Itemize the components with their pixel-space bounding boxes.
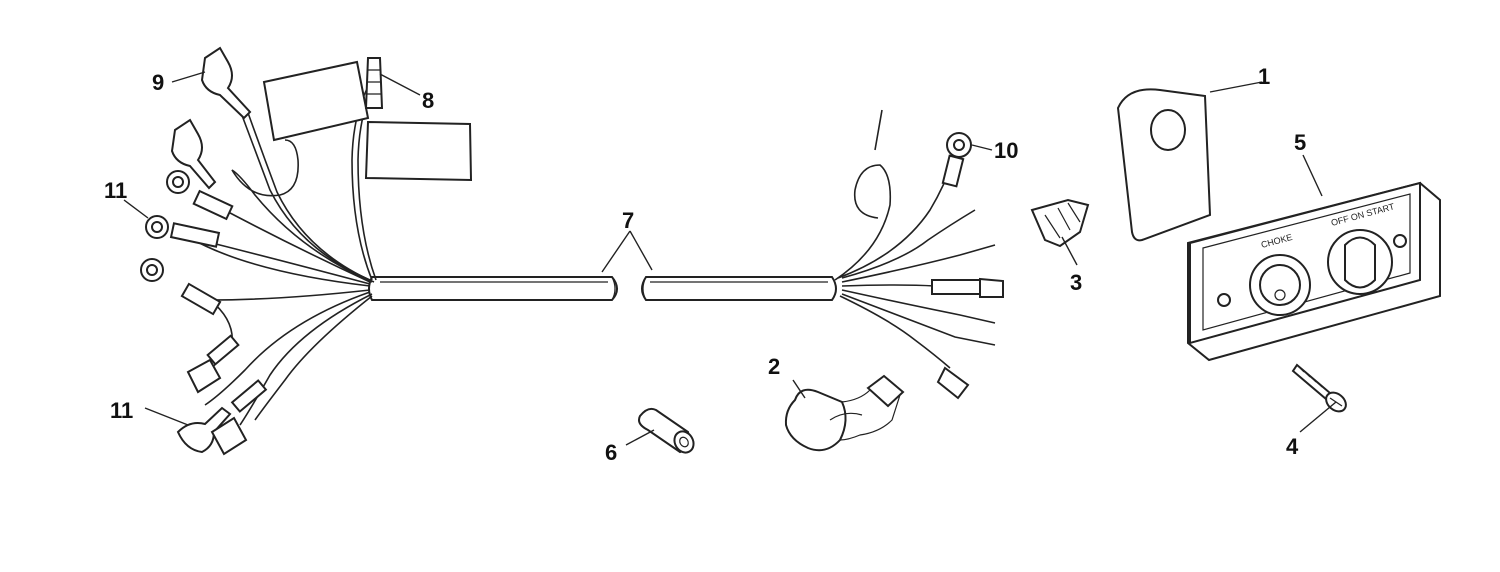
ignition-switch-opening: [1327, 229, 1393, 295]
callout-1: 1: [1258, 64, 1270, 89]
bullet-terminal-9: [200, 46, 252, 120]
callout-6: 6: [605, 440, 617, 465]
spade-terminal-lower: [210, 416, 248, 456]
ring-terminal-11-upper: [145, 215, 169, 239]
callout-11-upper: 11: [104, 178, 127, 203]
right-lower-terminal: [936, 366, 970, 400]
callout-4: 4: [1286, 434, 1299, 459]
callout-8: 8: [422, 88, 434, 113]
harness-left-wires: [169, 60, 473, 426]
callout-9: 9: [152, 70, 164, 95]
bullet-connector-8: [364, 57, 384, 109]
callout-2: 2: [768, 354, 780, 379]
panel-screw-hole-left: [1217, 293, 1231, 307]
grommet-clip: [784, 374, 905, 452]
wiring-harness: [140, 46, 1004, 456]
mounting-screw: [1291, 363, 1347, 413]
bullet-terminal-11-lower: [176, 406, 232, 454]
callout-7: 7: [622, 208, 634, 233]
panel-screw-hole-right: [1393, 234, 1407, 248]
wire-connector-nut: [1030, 198, 1090, 248]
ring-terminal-left-a: [166, 170, 190, 194]
callout-5: 5: [1294, 130, 1306, 155]
right-sleeve: [931, 279, 981, 295]
switch-panel: CHOKE OFF ON START: [1187, 181, 1441, 362]
ring-terminal-10: [941, 132, 972, 188]
spade-terminal-lower-left: [186, 358, 222, 394]
leader-lines: [123, 71, 1337, 446]
callout-labels: 1 2 3 4 5 6 7 8 9 10 11 11: [104, 64, 1306, 465]
ring-terminal-left-b: [140, 258, 164, 282]
tape-label-upper: [262, 60, 370, 142]
harness-sheath-left: [368, 276, 618, 301]
callout-10: 10: [994, 138, 1018, 163]
tape-label-lower: [364, 120, 473, 182]
bullet-terminal-left-mid: [170, 118, 217, 190]
harness-right-wires: [834, 109, 1004, 400]
choke-knob-opening: [1249, 254, 1311, 316]
mounting-bracket: [1116, 88, 1212, 242]
harness-sheath-right: [641, 276, 837, 301]
callout-11-lower: 11: [110, 398, 133, 423]
right-spade-terminal: [979, 277, 1004, 298]
connector-sleeve: [638, 407, 695, 454]
callout-3: 3: [1070, 270, 1082, 295]
